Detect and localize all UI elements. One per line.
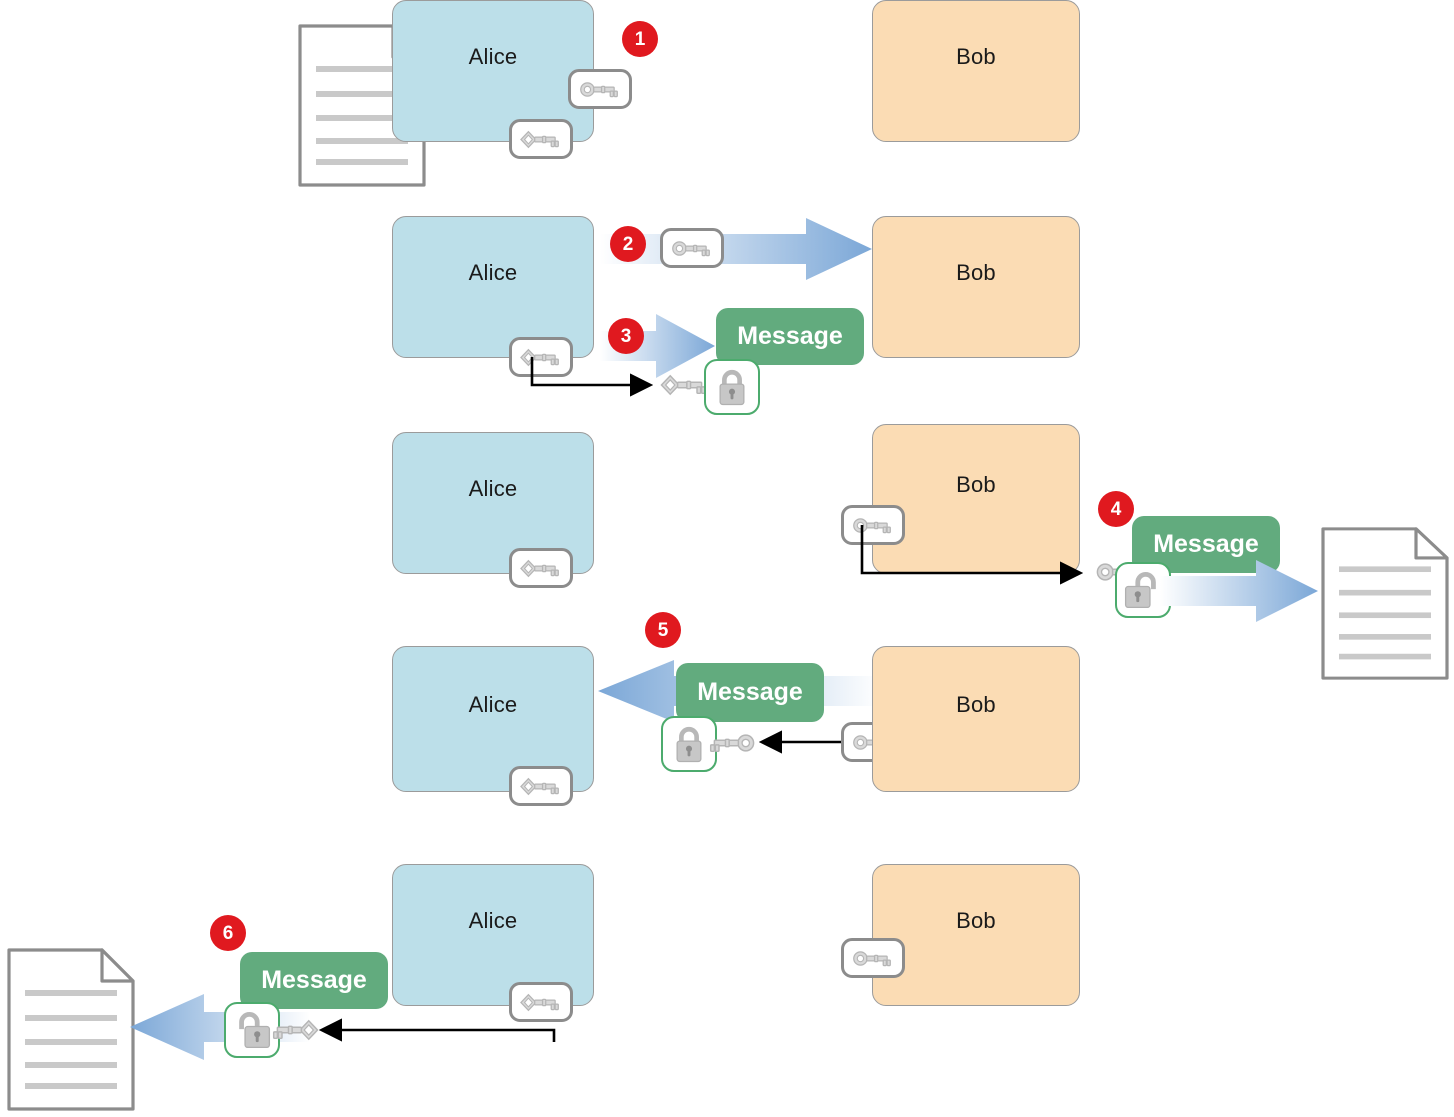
key-to-lock-connector-step3 [530,357,654,397]
message-label: Message [737,322,843,350]
step-badge-3-label: 3 [620,325,632,347]
step-badge-5: 5 [645,612,681,648]
block-arrow-icon-step4 [1160,560,1318,622]
step-badge-6-label: 6 [222,922,234,944]
private-key-icon[interactable] [509,337,573,377]
step-badge-5-label: 5 [657,619,669,641]
alice-label: Alice [468,692,518,717]
step-badge-3: 3 [608,318,644,354]
block-arrow-icon-step3 [600,314,715,378]
bob-label: Bob [956,472,996,497]
alice-label: Alice [468,908,518,933]
step-badge-2: 2 [610,226,646,262]
public-key-icon[interactable] [660,228,724,268]
alice-label: Alice [468,44,518,69]
alice-box-row2[interactable]: Alice [392,216,594,358]
private-key-icon[interactable] [509,982,573,1022]
step-badge-1: 1 [622,21,658,57]
closed-padlock-icon[interactable] [661,716,717,772]
bob-label: Bob [956,260,996,285]
closed-padlock-icon[interactable] [704,359,760,415]
bob-box-row3[interactable]: Bob [872,424,1080,574]
step-badge-4: 4 [1098,491,1134,527]
alice-label: Alice [468,476,518,501]
step-badge-1-label: 1 [634,28,646,50]
bob-box-row2[interactable]: Bob [872,216,1080,358]
alice-box-row1[interactable]: Alice [392,0,594,142]
message-label: Message [697,678,803,706]
public-key-icon[interactable] [841,505,905,545]
private-key-icon[interactable] [509,766,573,806]
bob-box-row5[interactable]: Bob [872,864,1080,1006]
document-page-icon [1320,526,1450,681]
key-to-lock-connector-step6 [318,1018,556,1042]
bob-label: Bob [956,692,996,717]
message-label: Message [261,966,367,994]
block-arrow-icon-step2 [600,218,872,280]
public-key-icon[interactable] [568,69,632,109]
step-badge-2-label: 2 [622,233,634,255]
public-key-icon[interactable] [841,938,905,978]
bob-box-row1[interactable]: Bob [872,0,1080,142]
bob-box-row4[interactable]: Bob [872,646,1080,792]
key-to-lock-connector-step4 [860,525,1084,585]
message-pill-row5[interactable]: Message [240,952,388,1009]
block-arrow-icon-step6 [130,994,310,1060]
alice-label: Alice [468,260,518,285]
message-pill-row4[interactable]: Message [676,663,824,722]
private-key-icon[interactable] [509,548,573,588]
bob-label: Bob [956,44,996,69]
bob-label: Bob [956,908,996,933]
message-pill-row2[interactable]: Message [716,308,864,365]
private-key-icon[interactable] [509,119,573,159]
document-page-icon [6,947,136,1112]
step-badge-4-label: 4 [1110,498,1122,520]
message-label: Message [1153,530,1259,558]
alice-box-row3[interactable]: Alice [392,432,594,574]
key-to-lock-connector-step5 [758,730,856,754]
step-badge-6: 6 [210,915,246,951]
open-padlock-icon[interactable] [224,1002,280,1058]
